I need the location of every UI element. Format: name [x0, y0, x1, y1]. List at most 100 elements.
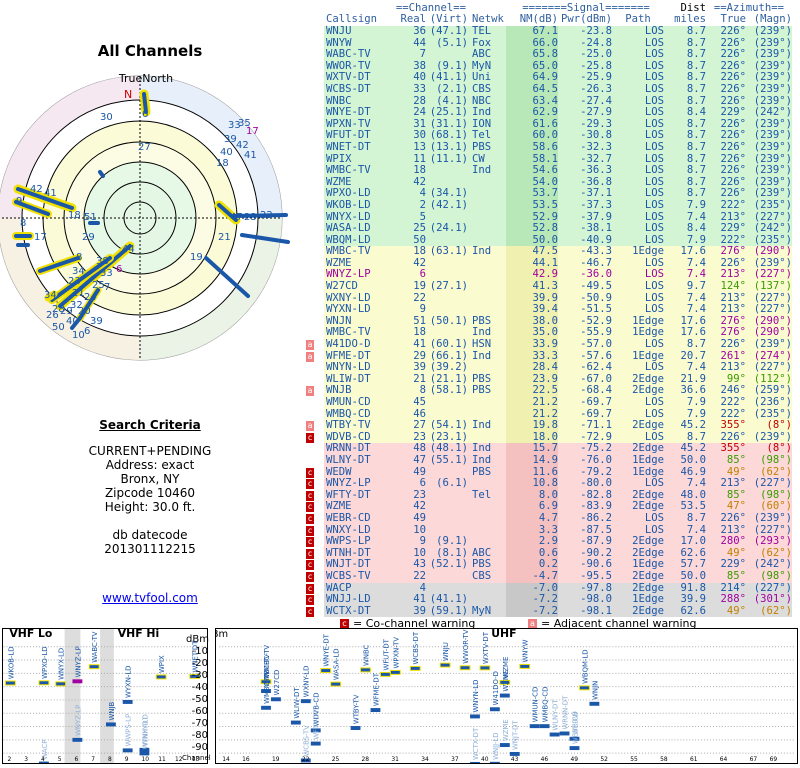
svg-text:34: 34 [72, 266, 85, 277]
cell-di: 8.7 [686, 49, 706, 61]
cell-ma: (239°) [753, 141, 792, 153]
cell-pw: -50.9 [580, 292, 612, 304]
cell-nm: 15.7 [506, 443, 558, 455]
cell-ma: (239°) [753, 188, 792, 200]
cell-pa: LOS [644, 524, 664, 536]
cell-cs: WCBS-TV [326, 570, 371, 582]
cell-di: 36.6 [680, 385, 706, 397]
cell-az: 213° [720, 292, 746, 304]
cell-pa: LOS [644, 281, 664, 293]
cell-nw [468, 188, 506, 200]
cell-vt: (48.1) [429, 443, 468, 455]
cell-ch: 29 [413, 350, 426, 362]
cell-pa: LOS [644, 234, 664, 246]
cell-vt: (11.1) [429, 153, 468, 165]
spectrum-bar-label: WCTX-DT [472, 727, 480, 760]
svg-text:51: 51 [84, 212, 97, 223]
cell-cs: WXTV-DT [326, 72, 371, 84]
cell-ma: (239°) [753, 176, 792, 188]
cell-cs: WMBC-TV [326, 165, 371, 177]
cell-ch: 2 [419, 199, 426, 211]
cell-az: 213° [720, 524, 746, 536]
cell-ma: (239°) [753, 118, 792, 130]
spectrum-bar [470, 761, 480, 763]
spectrum-bar-label: WMBC-TV [263, 654, 271, 687]
cell-nw [468, 235, 506, 247]
cell-di: 17.0 [680, 536, 706, 548]
cell-pw: -25.8 [580, 60, 612, 72]
cell-az: 280° [720, 536, 746, 548]
cell-az: 49° [726, 466, 746, 478]
cell-ma: (227°) [753, 269, 792, 281]
cell-az: 226° [720, 60, 746, 72]
cell-ma: (227°) [753, 211, 792, 223]
cell-di: 91.8 [680, 582, 706, 594]
cell-cs: WFUT-DT [326, 130, 371, 142]
uhf-tick-label: 25 [332, 757, 340, 763]
adjacent-channel-legend: a= Adjacent channel warning [528, 617, 697, 630]
cell-di: 8.7 [686, 118, 706, 130]
cell-ch: 18 [413, 165, 426, 177]
cell-nm: 53.7 [506, 188, 558, 200]
cell-nw: PBS [472, 466, 492, 478]
tvfool-link[interactable]: www.tvfool.com [102, 591, 198, 605]
cell-pa: LOS [644, 223, 664, 235]
azimuth-radar-plot: TrueNorth N 30 6 27 33 35 17 39 42 40 41… [0, 72, 290, 361]
cell-nm: 21.2 [506, 408, 558, 421]
spectrum-bar-label: WNYW [522, 639, 530, 662]
spectrum-bar-label: WMUN-CD [532, 687, 540, 722]
